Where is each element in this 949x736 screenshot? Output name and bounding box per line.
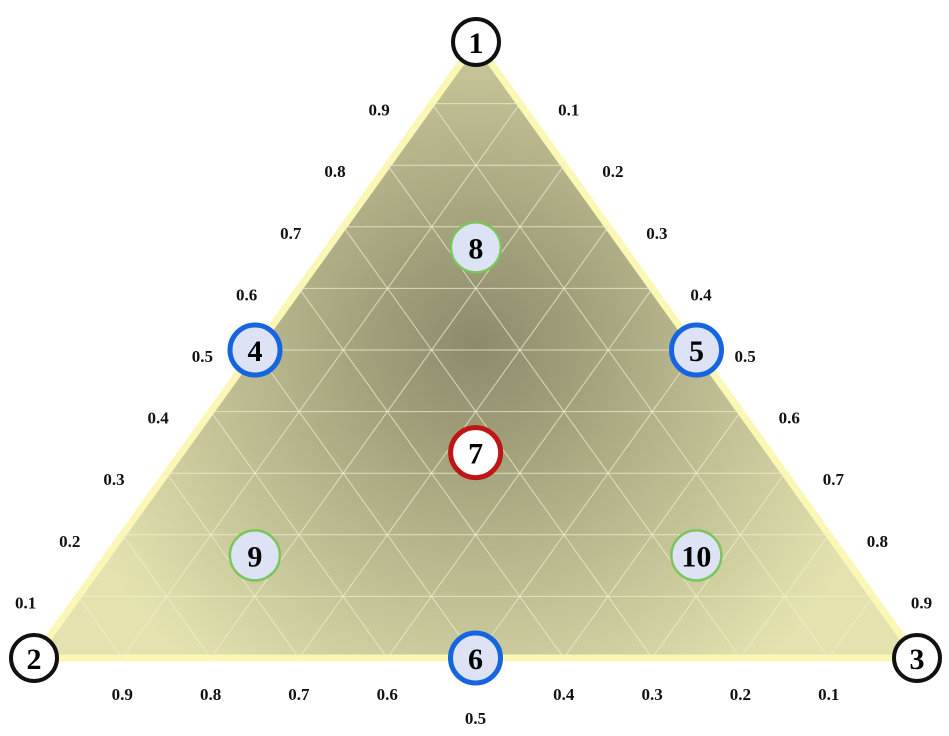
- composition-nodes: 1 2 3 4 5 6 7 8 9 10: [9, 17, 942, 686]
- bottom-tick-label: 0.8: [200, 685, 221, 704]
- node-5-circle: [669, 322, 724, 378]
- right-tick-label: 0.5: [735, 347, 756, 366]
- left-tick-label: 0.4: [148, 409, 170, 428]
- node-1: 1: [451, 17, 501, 67]
- grid-line: [431, 103, 830, 659]
- node-8-label: 8: [468, 232, 483, 265]
- node-6-circle: [448, 630, 503, 686]
- node-5-label: 5: [689, 335, 704, 368]
- node-2-circle: [9, 633, 59, 683]
- bottom-tick-label: 0.6: [377, 685, 398, 704]
- node-7: 7: [448, 425, 504, 481]
- node-10-label: 10: [681, 540, 711, 573]
- right-tick-label: 0.4: [690, 285, 712, 304]
- node-4: 4: [227, 322, 283, 378]
- left-edge-ticks: 0.1 0.2 0.3 0.4 0.5 0.6 0.7 0.8 0.9: [15, 101, 390, 613]
- right-tick-label: 0.8: [867, 532, 888, 551]
- node-2: 2: [9, 633, 59, 683]
- grid-line: [121, 103, 521, 659]
- right-tick-label: 0.3: [646, 224, 667, 243]
- node-3-circle: [892, 633, 942, 683]
- node-9-circle: [228, 529, 282, 582]
- right-tick-label: 0.7: [823, 470, 845, 489]
- node-9: 9: [228, 529, 282, 582]
- node-10-circle: [670, 529, 723, 582]
- node-3: 3: [892, 633, 942, 683]
- left-tick-label: 0.3: [103, 470, 124, 489]
- left-tick-label: 0.5: [192, 347, 213, 366]
- grid-line: [254, 349, 476, 659]
- grid-line: [77, 596, 123, 659]
- left-tick-label: 0.1: [15, 593, 36, 612]
- node-7-circle: [448, 425, 504, 481]
- bottom-edge-ticks: 0.1 0.2 0.3 0.4 0.5 0.6 0.7 0.8 0.9: [112, 685, 840, 728]
- bottom-tick-label: 0.7: [288, 685, 310, 704]
- node-8-circle: [449, 221, 503, 274]
- node-1-circle: [451, 17, 501, 67]
- left-tick-label: 0.2: [59, 532, 80, 551]
- right-tick-label: 0.6: [779, 409, 800, 428]
- right-edge-ticks: 0.1 0.2 0.3 0.4 0.5 0.6 0.7 0.8 0.9: [558, 101, 932, 613]
- right-tick-label: 0.9: [911, 593, 932, 612]
- node-5: 5: [669, 322, 724, 378]
- grid-line: [828, 596, 874, 659]
- node-6-label: 6: [468, 643, 483, 676]
- node-8: 8: [449, 221, 503, 274]
- right-tick-label: 0.1: [558, 101, 579, 120]
- grid-line: [563, 411, 742, 659]
- bottom-tick-label: 0.1: [818, 685, 839, 704]
- bottom-tick-label: 0.9: [112, 685, 133, 704]
- grid-line: [121, 534, 212, 659]
- node-9-label: 9: [247, 540, 262, 573]
- node-4-label: 4: [248, 335, 263, 368]
- node-3-label: 3: [910, 643, 925, 676]
- bottom-tick-label: 0.5: [465, 709, 486, 728]
- bottom-tick-label: 0.2: [730, 685, 751, 704]
- node-10: 10: [670, 529, 723, 582]
- node-7-label: 7: [468, 438, 483, 471]
- left-tick-label: 0.7: [280, 224, 302, 243]
- right-tick-label: 0.2: [602, 162, 623, 181]
- grid-line: [210, 411, 388, 659]
- bottom-tick-label: 0.4: [553, 685, 575, 704]
- left-tick-label: 0.6: [236, 285, 257, 304]
- node-6: 6: [448, 630, 503, 686]
- left-tick-label: 0.8: [324, 162, 345, 181]
- node-4-circle: [227, 322, 283, 378]
- bottom-tick-label: 0.3: [641, 685, 662, 704]
- grid-line: [475, 349, 697, 659]
- grid-line: [739, 534, 830, 659]
- left-tick-label: 0.9: [369, 101, 390, 120]
- node-1-label: 1: [469, 27, 484, 60]
- node-2-label: 2: [27, 643, 42, 676]
